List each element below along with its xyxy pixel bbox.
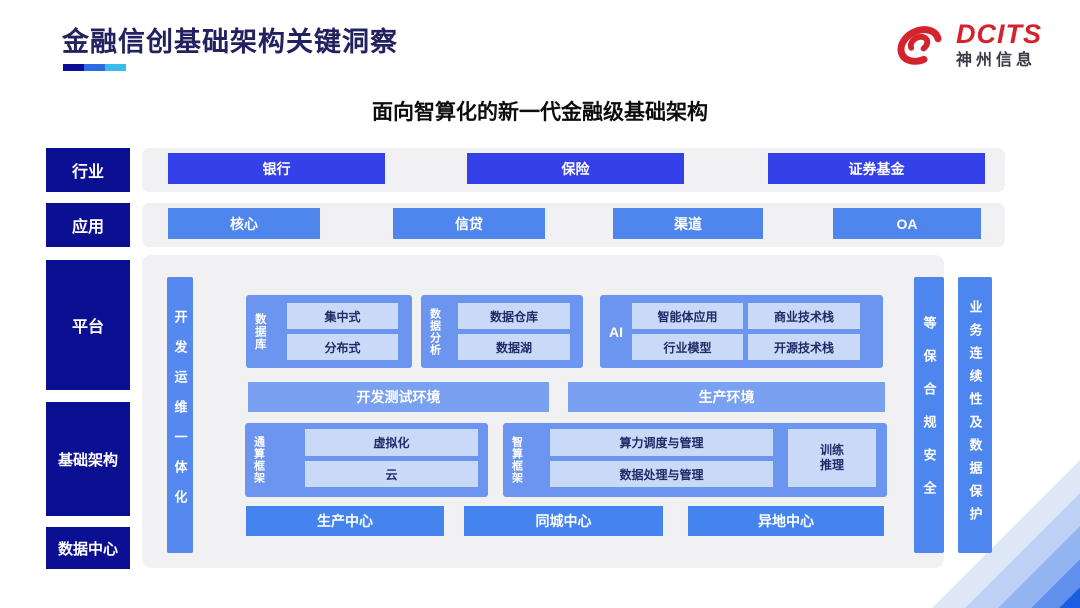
business-continuity-bar[interactable]: 业务连续性及数据保护 (958, 277, 992, 553)
devops-bar[interactable]: 开发运维一体化 (167, 277, 193, 553)
title-underline (63, 64, 127, 71)
analytics-item-lake[interactable]: 数据湖 (458, 334, 570, 360)
security-compliance-bar[interactable]: 等保合规安全 (914, 277, 944, 553)
train-infer-label: 训练推理 (819, 443, 844, 472)
ai-item-industry-model[interactable]: 行业模型 (632, 334, 743, 360)
diagram-title: 面向智算化的新一代金融级基础架构 (372, 101, 708, 124)
database-item-centralized[interactable]: 集中式 (287, 303, 398, 329)
ai-compute-item-data-mgmt[interactable]: 数据处理与管理 (550, 461, 773, 487)
row-label-platform: 平台 (46, 260, 130, 390)
app-item-channel[interactable]: 渠道 (613, 208, 763, 239)
center-same-city[interactable]: 同城中心 (464, 506, 663, 536)
industry-item-insurance[interactable]: 保险 (467, 153, 684, 184)
ai-item-opensource-stack[interactable]: 开源技术栈 (748, 334, 860, 360)
row-label-application: 应用 (46, 203, 130, 247)
app-item-oa[interactable]: OA (833, 208, 981, 239)
ai-compute-label: 智算框架 (510, 436, 523, 484)
analytics-group-label: 数据分析 (428, 307, 441, 356)
logo-brand-text: DCITS (956, 19, 1042, 49)
row-label-industry: 行业 (46, 148, 130, 192)
ai-group-label: AI (609, 323, 623, 340)
company-logo: DCITS 神州信息 (890, 16, 1042, 74)
ai-compute-item-scheduling[interactable]: 算力调度与管理 (550, 429, 773, 456)
database-item-distributed[interactable]: 分布式 (287, 334, 398, 360)
ai-item-commercial-stack[interactable]: 商业技术栈 (748, 303, 860, 329)
ai-item-agent-app[interactable]: 智能体应用 (632, 303, 743, 329)
env-production[interactable]: 生产环境 (568, 382, 885, 412)
compute-item-cloud[interactable]: 云 (305, 461, 478, 487)
app-item-credit[interactable]: 信贷 (393, 208, 545, 239)
center-remote[interactable]: 异地中心 (688, 506, 884, 536)
compute-item-virtualization[interactable]: 虚拟化 (305, 429, 478, 456)
industry-item-securities[interactable]: 证券基金 (768, 153, 985, 184)
env-dev-test[interactable]: 开发测试环境 (248, 382, 549, 412)
analytics-item-warehouse[interactable]: 数据仓库 (458, 303, 570, 329)
logo-subbrand-text: 神州信息 (956, 52, 1037, 69)
row-label-datacenter: 数据中心 (46, 527, 130, 569)
general-compute-label: 通算框架 (252, 436, 265, 484)
page-title: 金融信创基础架构关键洞察 (62, 27, 398, 57)
industry-item-bank[interactable]: 银行 (168, 153, 385, 184)
database-group-label: 数据库 (253, 312, 266, 351)
ai-compute-item-train-infer[interactable]: 训练推理 (788, 429, 876, 487)
app-item-core[interactable]: 核心 (168, 208, 320, 239)
security-compliance-label: 等保合规安全 (921, 316, 937, 514)
devops-bar-label: 开发运维一体化 (172, 310, 188, 520)
row-label-infrastructure: 基础架构 (46, 402, 130, 516)
center-production[interactable]: 生产中心 (246, 506, 444, 536)
business-continuity-label: 业务连续性及数据保护 (967, 300, 983, 530)
logo-swirl-icon (897, 26, 942, 65)
